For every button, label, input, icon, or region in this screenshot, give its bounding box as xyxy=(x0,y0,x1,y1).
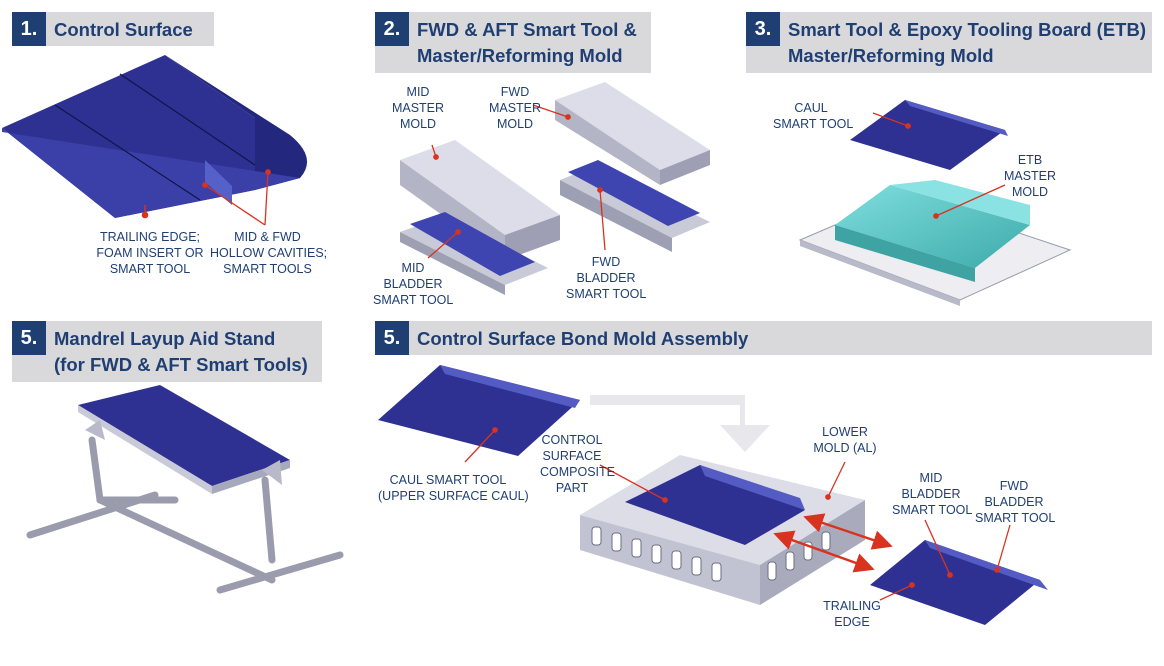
panel-5-number: 5. xyxy=(375,321,409,355)
panel-2-title-line-2: Master/Reforming Mold xyxy=(417,45,623,66)
panel-1-title: Control Surface xyxy=(54,19,193,40)
panel-2-header: 2. FWD & AFT Smart Tool & Master/Reformi… xyxy=(375,12,651,73)
panel-1-number: 1. xyxy=(12,12,46,46)
master-molds-illustration xyxy=(400,82,710,295)
control-surface-illustration xyxy=(2,55,308,226)
panel-4-title-line-1: Mandrel Layup Aid Stand xyxy=(54,328,276,349)
panel-4-title-line-2: (for FWD & AFT Smart Tools) xyxy=(54,354,308,375)
panel-3-number: 3. xyxy=(746,12,780,46)
bond-mold-assembly-illustration xyxy=(378,365,1048,625)
panel-2-title-line-1: FWD & AFT Smart Tool & xyxy=(417,19,637,40)
label-caul-upper: CAUL SMART TOOL(UPPER SURFACE CAUL) xyxy=(378,473,529,503)
layup-stand-illustration xyxy=(26,385,344,594)
etb-illustration xyxy=(798,100,1072,306)
panel-4-header: 5. Mandrel Layup Aid Stand (for FWD & AF… xyxy=(12,321,322,382)
panel-1-header: 1. Control Surface xyxy=(12,12,214,46)
panel-2-number: 2. xyxy=(375,12,409,46)
panel-5-title: Control Surface Bond Mold Assembly xyxy=(417,328,749,349)
panel-4-number: 5. xyxy=(12,321,46,355)
panel-3-title-line-1: Smart Tool & Epoxy Tooling Board (ETB) xyxy=(788,19,1147,40)
panel-5-header: 5. Control Surface Bond Mold Assembly xyxy=(375,321,1152,355)
panel-3-header: 3. Smart Tool & Epoxy Tooling Board (ETB… xyxy=(746,12,1152,73)
panel-3-title-line-2: Master/Reforming Mold xyxy=(788,45,994,66)
